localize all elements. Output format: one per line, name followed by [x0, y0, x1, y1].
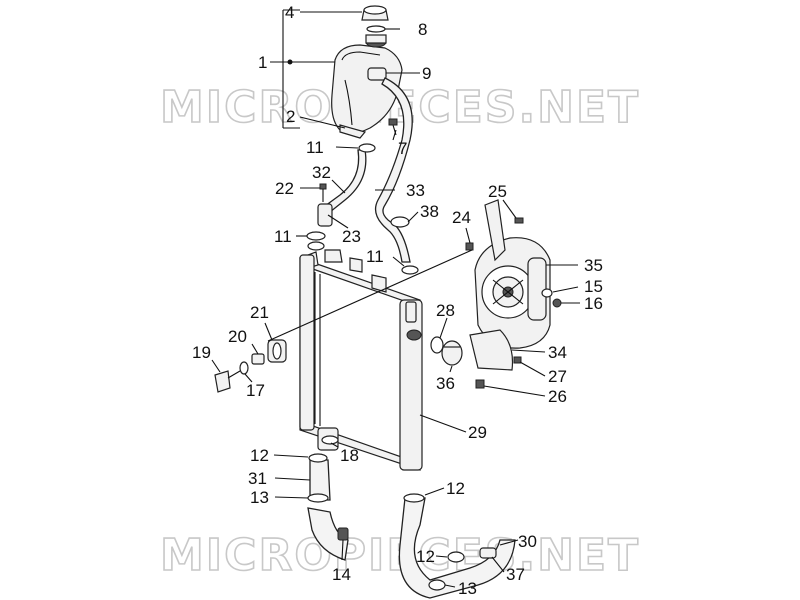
- callout-11-left: 11: [274, 227, 292, 246]
- callout-11-mid: 11: [366, 247, 384, 266]
- callout-12-right: 12: [446, 479, 465, 498]
- clamp-12b: [403, 493, 425, 503]
- callout-31: 31: [248, 469, 267, 488]
- callout-12-bottom: 12: [416, 547, 435, 566]
- fan-bracket: [484, 199, 506, 262]
- fitting-37: [479, 547, 497, 559]
- o-ring-28: [430, 336, 444, 354]
- callout-16: 16: [584, 294, 603, 313]
- filler-hose: [324, 149, 367, 213]
- clamp-11c: [401, 265, 419, 275]
- callout-13-left: 13: [250, 488, 269, 507]
- tank-outlet: [367, 67, 387, 81]
- expansion-tank: [331, 34, 403, 135]
- callout-2: 2: [286, 107, 295, 126]
- callout-34: 34: [548, 343, 567, 362]
- clamp-11a: [358, 143, 376, 153]
- clip-24: [465, 242, 474, 251]
- callout-24: 24: [452, 208, 471, 227]
- callout-1: 1: [258, 53, 267, 72]
- callout-13-bottom: 13: [458, 579, 477, 598]
- nut-16: [552, 298, 562, 308]
- screw-27: [513, 356, 522, 364]
- fan-shield-34: [469, 329, 514, 371]
- callout-37: 37: [506, 565, 525, 584]
- callout-32: 32: [312, 163, 331, 182]
- clamp-18: [321, 435, 339, 445]
- drain-plug-36: [441, 340, 463, 366]
- callout-22: 22: [275, 179, 294, 198]
- callout-29: 29: [468, 423, 487, 442]
- callout-21: 21: [250, 303, 269, 322]
- callout-11-top: 11: [306, 138, 324, 157]
- callout-25: 25: [488, 182, 507, 201]
- clamp-12a: [308, 453, 328, 463]
- hose-30: [398, 497, 516, 599]
- clamp-13a: [307, 493, 329, 503]
- tank-cap: [361, 5, 389, 21]
- fan-motor: [527, 257, 547, 321]
- callout-18: 18: [340, 446, 359, 465]
- clip-26: [475, 379, 485, 389]
- callout-7: 7: [398, 139, 407, 158]
- callout-17: 17: [246, 381, 265, 400]
- callout-19: 19: [192, 343, 211, 362]
- washer-17: [239, 361, 249, 375]
- callout-35: 35: [584, 256, 603, 275]
- clamp-12c: [447, 551, 465, 563]
- callout-27: 27: [548, 367, 567, 386]
- callout-38: 38: [420, 202, 439, 221]
- cap-gasket: [366, 25, 386, 33]
- bolt-19: [214, 370, 241, 393]
- callout-30: 30: [518, 532, 537, 551]
- callout-26: 26: [548, 387, 567, 406]
- callout-33: 33: [406, 181, 425, 200]
- filler-neck: [306, 203, 333, 241]
- callout-9: 9: [422, 64, 431, 83]
- clamp-38: [390, 216, 410, 228]
- callout-15: 15: [584, 277, 603, 296]
- callout-14: 14: [332, 565, 351, 584]
- grommet-21: [267, 339, 287, 363]
- spacer-20: [251, 353, 265, 365]
- alignment-line: [267, 249, 473, 342]
- callout-28: 28: [436, 301, 455, 320]
- tank-bracket: [339, 124, 367, 139]
- washer-15: [541, 288, 553, 298]
- radiator: [299, 249, 423, 471]
- callout-4: 4: [285, 3, 294, 22]
- overflow-hose: [374, 77, 413, 263]
- callout-23: 23: [342, 227, 361, 246]
- callout-8: 8: [418, 20, 427, 39]
- callout-12-left: 12: [250, 446, 269, 465]
- leader-lines: [211, 9, 580, 588]
- clamp-13b: [428, 579, 446, 591]
- callout-20: 20: [228, 327, 247, 346]
- clamp-11b: [307, 241, 325, 251]
- screw-25: [514, 217, 524, 224]
- screw-22: [319, 183, 327, 202]
- callout-36: 36: [436, 374, 455, 393]
